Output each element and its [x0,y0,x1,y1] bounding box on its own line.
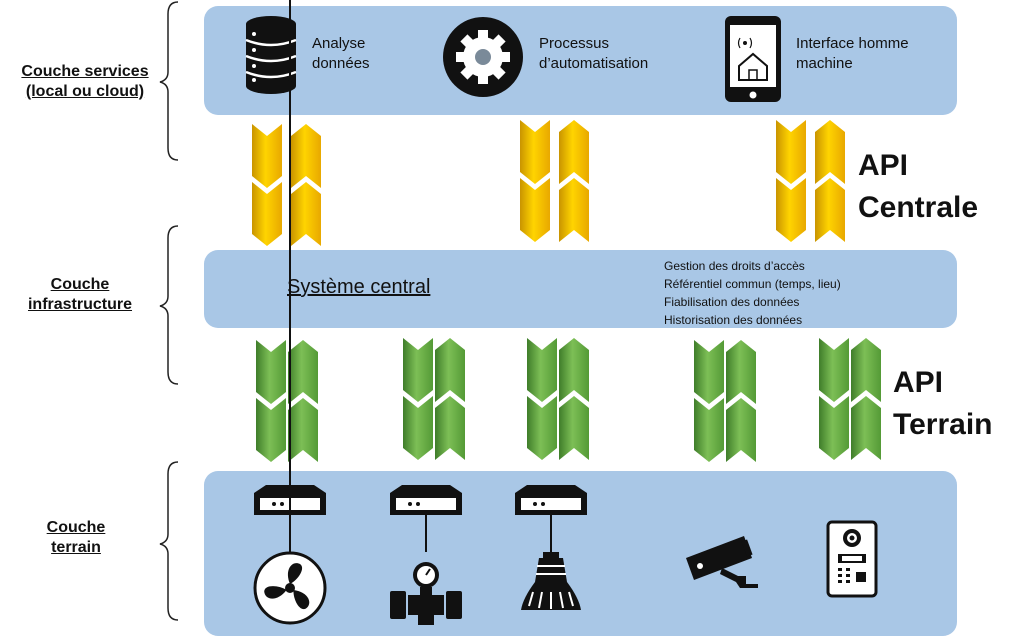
feature-access-rights: Gestion des droits d’accès [664,259,805,273]
service-label-analyse-line1: Analyse [312,35,366,52]
gateway-icon [254,0,326,515]
gateway-icon [390,485,462,515]
layer-label-infrastructure-line2: infrastructure [27,296,133,313]
fan-icon [253,551,327,625]
gear-icon [443,17,523,97]
service-label-interface: Interface homme machine [796,34,909,74]
layer-label-terrain-line2: terrain [51,539,101,556]
services-band [204,6,957,115]
service-label-interface-line1: Interface homme [796,35,909,52]
layer-label-terrain: Couche terrain [1,518,151,558]
api-terrain-label-line2: Terrain [893,408,993,441]
layer-label-services-line2: (local ou cloud) [25,83,145,100]
layer-label-services: Couche services (local ou cloud) [10,62,160,102]
brace-terrain [159,461,179,621]
service-label-processus-line1: Processus [539,35,610,52]
service-label-processus: Processus d’automatisation [539,34,648,74]
central-system-features: Gestion des droits d’accès Référentiel c… [664,257,841,329]
api-terrain-label: API Terrain [893,362,992,446]
layer-label-services-line1: Couche services [21,63,149,80]
gateway-icon [515,485,587,515]
valve-meter-icon [390,562,462,625]
brace-infrastructure [159,225,179,385]
feature-common-reference: Référentiel commun (temps, lieu) [664,277,841,291]
security-camera-icon [686,536,758,588]
api-terrain-label-line1: API [893,366,944,399]
service-label-interface-line2: machine [796,55,853,72]
database-icon [245,16,297,94]
brace-services [159,1,179,161]
layer-label-infrastructure: Couche infrastructure [5,275,155,315]
smartphone-home-icon [725,16,781,102]
service-label-processus-line2: d’automatisation [539,55,649,72]
layer-label-terrain-line1: Couche [46,519,106,536]
feature-data-history: Historisation des données [664,313,803,327]
api-central-label: API Centrale [858,145,978,229]
ceiling-lamp-icon [521,552,581,610]
feature-data-reliability: Fiabilisation des données [664,295,800,309]
layer-label-infrastructure-line1: Couche [50,276,110,293]
central-system-band [204,250,957,328]
central-system-title: Système central [287,276,431,298]
api-central-label-line1: API [858,149,909,182]
intercom-icon [826,520,878,598]
service-label-analyse-line2: données [312,55,370,72]
service-label-analyse: Analyse données [312,34,370,74]
api-central-label-line2: Centrale [858,191,979,224]
